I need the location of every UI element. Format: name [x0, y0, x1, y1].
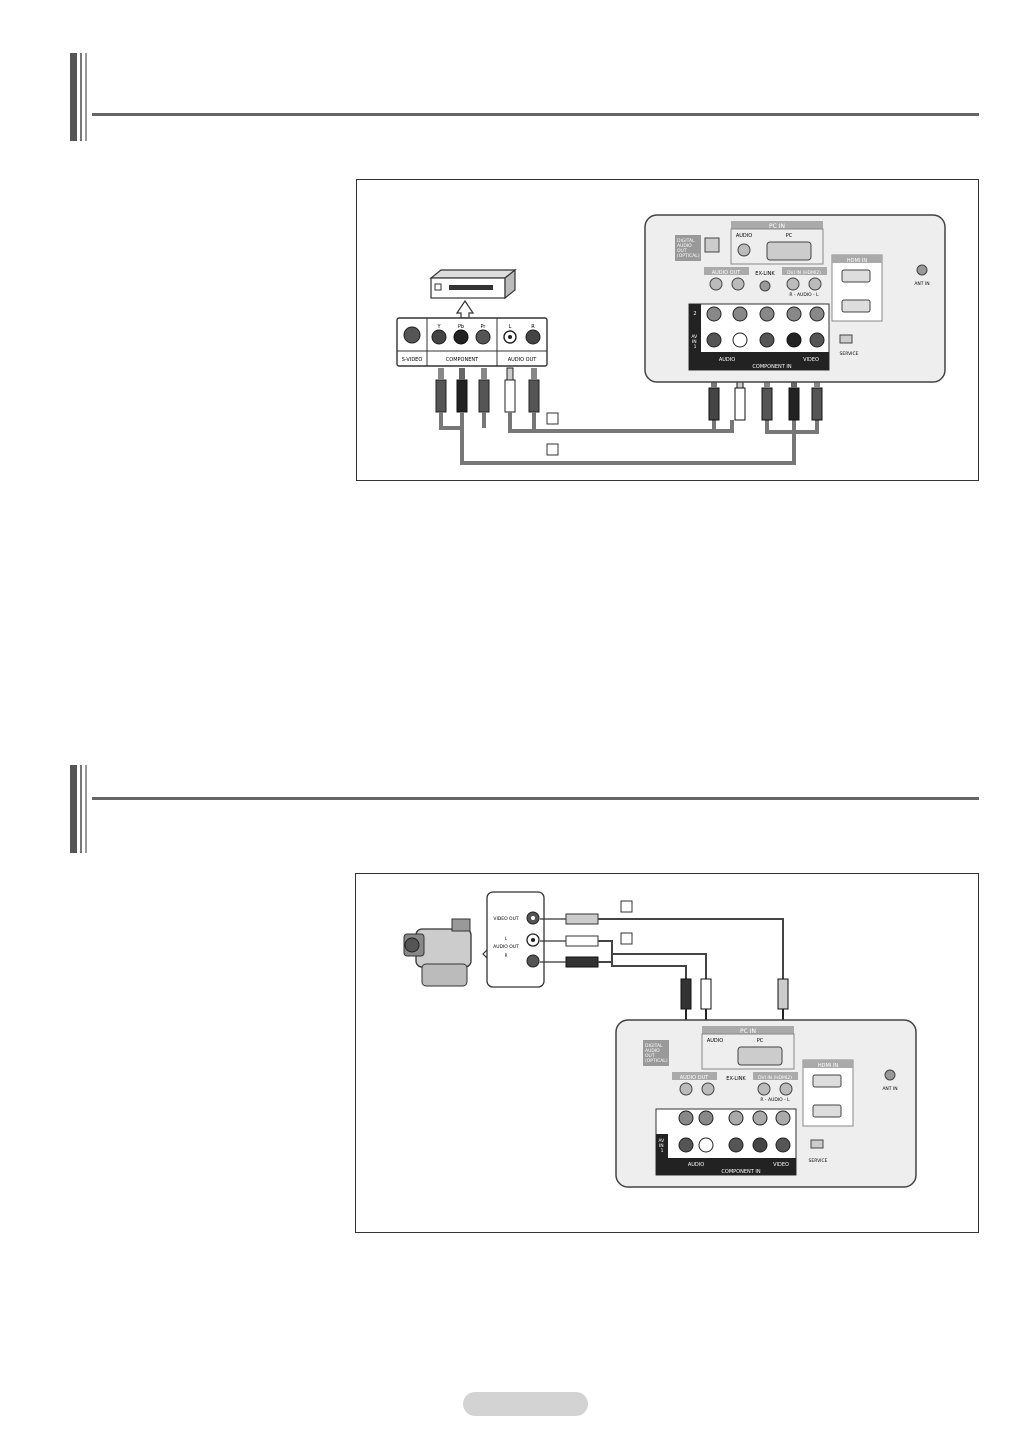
- label-svideo: S-VIDEO: [402, 357, 423, 363]
- hdmi-in-label: HDMI IN: [847, 258, 867, 264]
- label-pb: Pb: [458, 324, 464, 330]
- pc-in-label: PC IN: [769, 223, 785, 230]
- ant-in-label: ANT IN: [914, 281, 929, 287]
- cam-audio-out-label: AUDIO OUT: [493, 944, 519, 950]
- figure-2-camcorder-connection: VIDEO OUT L AUDIO OUT R: [355, 873, 979, 1233]
- dvi-in-label: DVI IN (HDMI2): [758, 1075, 792, 1081]
- ex-link-label: EX-LINK: [726, 1076, 746, 1082]
- component-in-label: COMPONENT IN: [721, 1169, 760, 1175]
- label-y: Y: [436, 324, 441, 330]
- section-2-bar: [70, 765, 92, 853]
- row-2-label: 2: [693, 311, 696, 317]
- figure-2-diagram: VIDEO OUT L AUDIO OUT R: [403, 891, 917, 1188]
- label-device-audio-out: AUDIO OUT: [508, 357, 538, 363]
- av-in-label: AV IN 1: [658, 1138, 665, 1154]
- av-audio-label: AUDIO: [719, 357, 735, 363]
- cables: [439, 412, 819, 465]
- section-1-rule: [92, 113, 979, 116]
- av-in-label: AV IN 1: [691, 334, 698, 350]
- component-in-label: COMPONENT IN: [752, 364, 791, 370]
- section-1-bar: [70, 53, 92, 141]
- audio-rl-label: R - AUDIO - L: [760, 1097, 790, 1103]
- step-box-1: [620, 900, 633, 913]
- hdmi-in-label: HDMI IN: [818, 1063, 838, 1069]
- av-audio-label: AUDIO: [688, 1162, 704, 1168]
- dvd-player-icon: [429, 268, 517, 300]
- label-l: L: [509, 324, 512, 330]
- tv-rear-panel: PC IN AUDIO PC DIGITAL AUDIO OUT (OPTICA…: [615, 1019, 917, 1188]
- tv-plugs: [708, 377, 823, 421]
- audio-out-label: AUDIO OUT: [680, 1075, 710, 1081]
- digital-audio-out-label: DIGITAL AUDIO OUT (OPTICAL): [645, 1043, 668, 1064]
- camcorder-cables: [598, 918, 784, 979]
- pc-label: PC: [757, 1038, 764, 1044]
- camcorder-icon: [403, 918, 472, 987]
- video-out-label: VIDEO OUT: [493, 916, 519, 922]
- step-box-1: [546, 412, 559, 425]
- video-label: VIDEO: [803, 357, 819, 363]
- pc-label: PC: [786, 233, 793, 239]
- service-label: SERVICE: [840, 351, 859, 357]
- cam-label-r: R: [505, 953, 508, 958]
- ex-link-label: EX-LINK: [755, 271, 775, 277]
- label-r: R: [531, 324, 535, 330]
- label-component: COMPONENT: [446, 357, 479, 363]
- camcorder-jack-panel: VIDEO OUT L AUDIO OUT R: [486, 891, 545, 988]
- cam-label-l: L: [505, 936, 508, 941]
- ant-in-label: ANT IN: [882, 1086, 897, 1092]
- audio-label: AUDIO: [707, 1038, 723, 1044]
- page-number-pill: [463, 1392, 588, 1416]
- step-box-2: [546, 443, 559, 456]
- label-pr: Pr: [481, 324, 487, 330]
- digital-audio-out-label: DIGITAL AUDIO OUT (OPTICAL): [677, 238, 700, 259]
- section-2-rule: [92, 797, 979, 800]
- figure-1-diagram: Y Pb Pr L R S-VIDEO COMPONENT AUDIO OUT: [396, 214, 946, 465]
- pc-in-label: PC IN: [740, 1028, 756, 1035]
- audio-rl-label: R - AUDIO - L: [789, 292, 819, 298]
- tv-rear-panel: PC IN AUDIO PC DIGITAL AUDIO OUT (OPTICA…: [644, 214, 946, 383]
- player-jack-panel: Y Pb Pr L R S-VIDEO COMPONENT AUDIO OUT: [396, 317, 548, 367]
- dvi-in-label: DVI IN (HDMI2): [787, 270, 821, 276]
- step-box-2: [620, 932, 633, 945]
- device-plugs: [435, 367, 540, 413]
- audio-out-label: AUDIO OUT: [712, 270, 742, 276]
- video-label: VIDEO: [773, 1162, 789, 1168]
- camcorder-plugs: [540, 913, 599, 968]
- service-label: SERVICE: [809, 1158, 828, 1164]
- audio-label: AUDIO: [736, 233, 752, 239]
- figure-1-component-connection: Y Pb Pr L R S-VIDEO COMPONENT AUDIO OUT: [356, 179, 979, 481]
